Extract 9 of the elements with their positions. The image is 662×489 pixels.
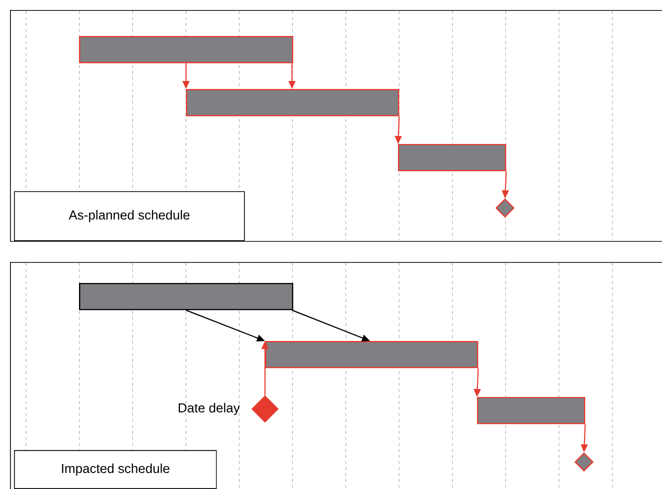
task-bar — [79, 36, 294, 64]
task-bar — [79, 282, 294, 310]
task-bar — [186, 89, 400, 116]
panel-heading: As-planned schedule — [14, 191, 245, 241]
task-bar — [398, 144, 506, 172]
panel-heading: Impacted schedule — [14, 450, 217, 489]
delay-label: Date delay — [178, 402, 240, 416]
task-bar — [265, 340, 478, 368]
task-bar — [477, 396, 586, 424]
